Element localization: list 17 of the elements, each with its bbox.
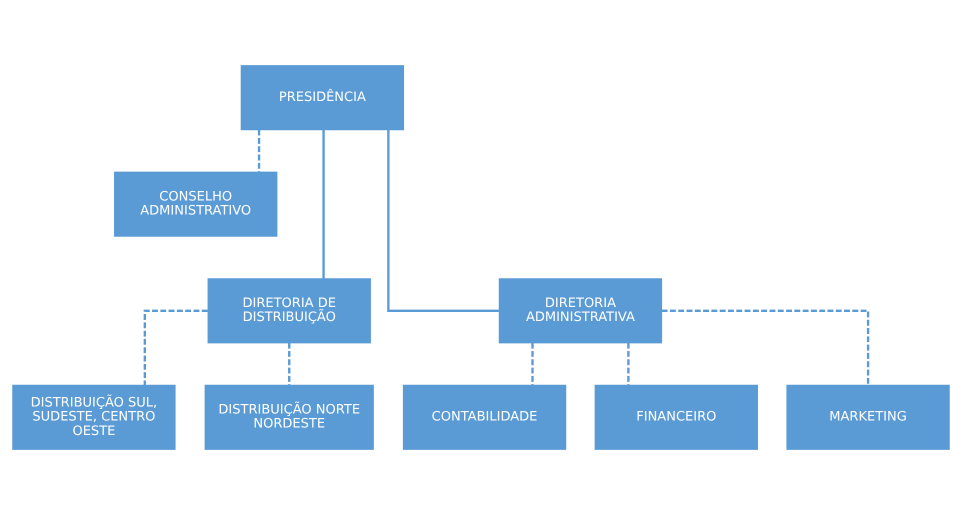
node-box: DISTRIBUIÇÃO SUL, SUDESTE, CENTRO OESTE bbox=[12, 384, 176, 450]
node-box: DISTRIBUIÇÃO NORTE NORDESTE bbox=[204, 384, 374, 450]
connector bbox=[288, 342, 290, 384]
connector bbox=[144, 309, 208, 385]
node-box: CONTABILIDADE bbox=[402, 384, 566, 450]
node-box: PRESIDÊNCIA bbox=[240, 64, 404, 130]
connector bbox=[662, 309, 870, 385]
node-box: DIRETORIA ADMINISTRATIVA bbox=[498, 278, 662, 343]
node-box: MARKETING bbox=[786, 384, 950, 450]
connector bbox=[627, 342, 630, 384]
connector bbox=[258, 129, 260, 172]
node-box: DIRETORIA DE DISTRIBUIÇÃO bbox=[208, 278, 371, 343]
node-box: FINANCEIRO bbox=[594, 384, 758, 450]
connector bbox=[531, 342, 534, 384]
connector bbox=[387, 130, 499, 312]
node-box: CONSELHO ADMINISTRATIVO bbox=[114, 171, 278, 236]
connector bbox=[322, 130, 325, 278]
